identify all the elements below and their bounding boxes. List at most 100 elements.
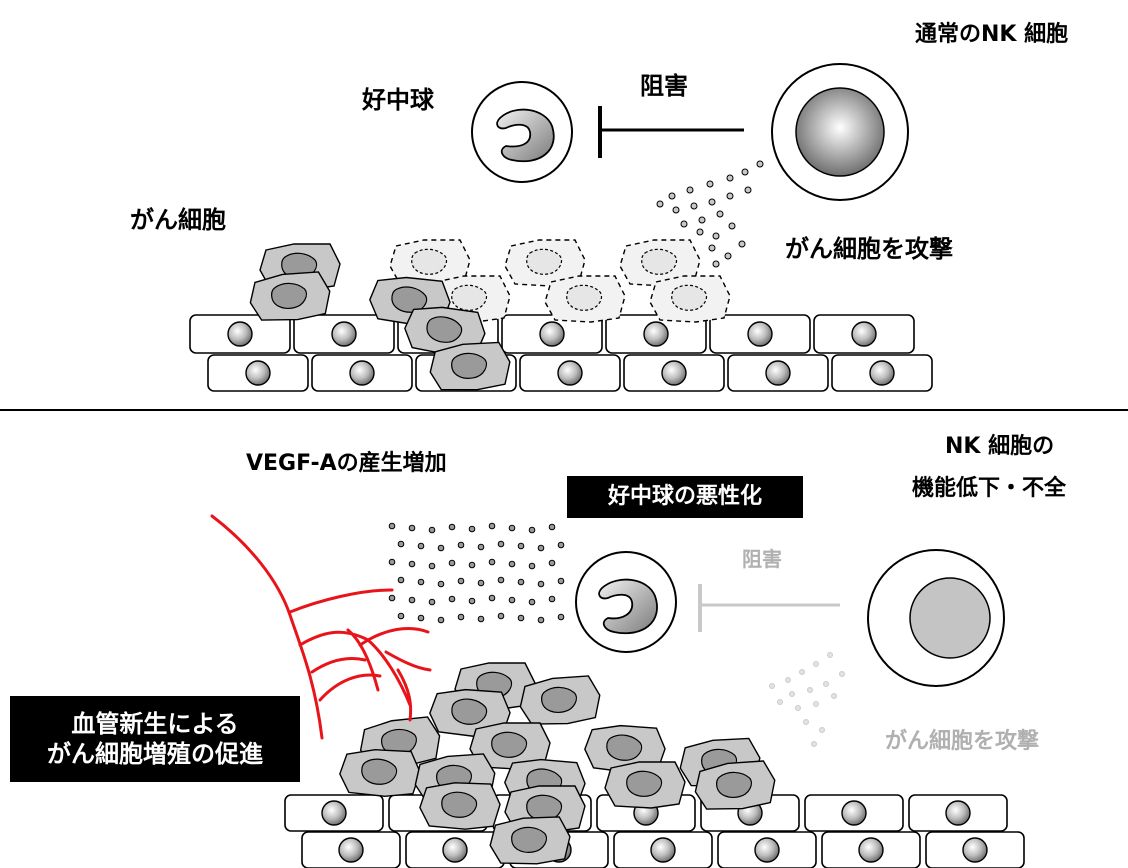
nk-granule — [668, 192, 676, 200]
vegf-dot — [517, 614, 525, 622]
epithelial-nucleus — [650, 837, 676, 863]
vegf-dot — [537, 616, 545, 624]
vegf-dot — [448, 523, 456, 531]
neutrophil-malignancy-label: 好中球の悪性化 — [607, 484, 762, 510]
epithelial-nucleus — [869, 360, 895, 386]
vegf-dot — [488, 522, 496, 530]
neutrophil-label: 好中球 — [362, 86, 434, 114]
attack-label: がん細胞を攻撃 — [785, 235, 953, 263]
faded-nk-granule — [811, 741, 817, 747]
faded-nk-granule — [839, 671, 845, 677]
vegf-dot — [508, 596, 516, 604]
vessel-branch — [358, 626, 430, 647]
vegf-dot — [497, 540, 505, 548]
cancer-cell-nucleus — [626, 770, 663, 797]
vegf-dot — [557, 613, 565, 621]
nk-granule — [656, 200, 664, 208]
top-neutrophil-membrane — [471, 81, 573, 183]
vegf-dot — [468, 525, 476, 533]
nk-granule — [690, 202, 698, 210]
epithelial-nucleus — [331, 321, 357, 347]
vegf-dot — [548, 595, 556, 603]
vegf-dot — [548, 559, 556, 567]
vegf-dot — [408, 560, 416, 568]
faded-nk-granule — [785, 677, 791, 683]
nk-granule — [708, 198, 716, 206]
cancer-cell — [247, 270, 333, 324]
inhibition-label: 阻害 — [640, 72, 688, 100]
faded-nk-granule — [795, 705, 801, 711]
vegf-dot — [557, 541, 565, 549]
vessel-branch — [310, 657, 367, 674]
vegf-dot — [508, 560, 516, 568]
nk-granule — [706, 180, 714, 188]
vegf-dot — [428, 562, 436, 570]
faded-nk-granule — [819, 727, 825, 733]
epithelial-nucleus — [851, 321, 877, 347]
cancer-cell-nucleus — [411, 248, 448, 275]
cancer-cell — [418, 780, 502, 832]
bottom-nk-cell-nucleus — [909, 577, 991, 659]
vegf-dot — [408, 596, 416, 604]
epithelial-nucleus — [557, 360, 583, 386]
vegf-dot — [417, 614, 425, 622]
cancer-cell-label: がん細胞 — [130, 206, 226, 234]
vessel-branch — [396, 668, 413, 722]
vegf-label: VEGF-Aの産生増加 — [246, 451, 447, 476]
nk-granule — [726, 174, 734, 182]
vegf-dot — [477, 615, 485, 623]
vegf-dot — [457, 577, 465, 585]
vegf-dot — [448, 595, 456, 603]
epithelial-nucleus — [661, 360, 687, 386]
epithelial-nucleus — [858, 837, 884, 863]
vegf-dot — [537, 544, 545, 552]
epithelial-nucleus — [945, 800, 971, 826]
faded-nk-granule — [813, 661, 819, 667]
vessel-branch — [318, 673, 382, 702]
vegf-dot — [528, 562, 536, 570]
faded-attack-label: がん細胞を攻撃 — [885, 729, 1040, 754]
epithelial-nucleus — [227, 321, 253, 347]
vegf-dot — [528, 526, 536, 534]
top-tissue — [189, 239, 933, 393]
faded-nk-granule — [813, 701, 819, 707]
vegf-dot — [477, 579, 485, 587]
cancer-cell — [488, 815, 572, 867]
nk-granule — [744, 186, 752, 194]
vegf-dot — [417, 542, 425, 550]
bottom-neutrophil-nucleus — [598, 578, 658, 635]
epithelial-nucleus — [754, 837, 780, 863]
angiogenesis-label-line2: がん細胞増殖の促進 — [47, 740, 263, 768]
epithelial-nucleus — [747, 321, 773, 347]
epithelial-nucleus — [765, 360, 791, 386]
normal-nk-cell-label: 通常のNK 細胞 — [915, 22, 1069, 47]
vegf-dot — [457, 613, 465, 621]
vessel-branch — [384, 650, 432, 672]
epithelial-nucleus — [245, 360, 271, 386]
cancer-cell — [428, 341, 512, 393]
nk-granule — [712, 232, 720, 240]
vegf-dot — [388, 522, 396, 530]
vegf-dot — [477, 543, 485, 551]
vegf-dot — [457, 541, 465, 549]
epithelial-nucleus — [539, 321, 565, 347]
faded-nk-granule — [823, 681, 829, 687]
epithelial-nucleus — [962, 837, 988, 863]
vegf-dot — [488, 594, 496, 602]
nk-granule — [724, 252, 732, 260]
vegf-dot — [528, 598, 536, 606]
nk-granule — [728, 222, 736, 230]
cancer-cell-nucleus — [566, 284, 603, 311]
vegf-dot — [397, 540, 405, 548]
cancer-cell — [544, 275, 626, 323]
angiogenesis-label-line1: 血管新生による — [71, 710, 239, 738]
faded-nk-granule — [769, 683, 775, 689]
epithelial-nucleus — [349, 360, 375, 386]
vegf-dot — [548, 523, 556, 531]
cancer-cell-nucleus — [671, 284, 708, 311]
faded-inhibition-label: 阻害 — [742, 547, 782, 571]
nk-dysfunction-label-line1: NK 細胞の — [945, 434, 1055, 459]
vegf-dot — [448, 559, 456, 567]
